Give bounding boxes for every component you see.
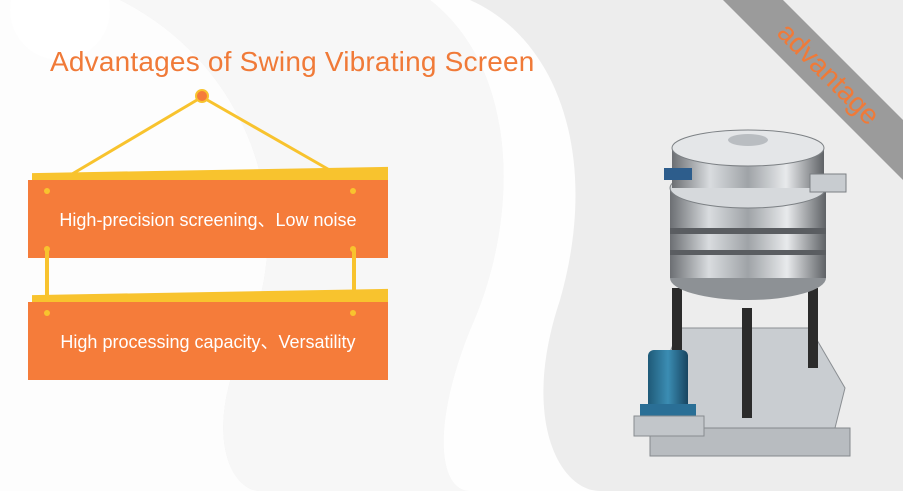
connector-rope-left — [45, 250, 49, 308]
hanger-ropes — [61, 89, 341, 182]
advantage-panel-1-text: High-precision screening、Low noise — [28, 180, 388, 258]
nail-icon — [44, 188, 50, 194]
corner-ribbon: advantage — [723, 0, 903, 180]
connector-rope-right — [352, 250, 356, 308]
nail-icon — [44, 246, 50, 252]
nail-icon — [350, 246, 356, 252]
advantage-panel-1: High-precision screening、Low noise — [28, 166, 388, 262]
pin-icon — [195, 89, 209, 103]
vibrating-screen-machine-icon — [633, 129, 851, 457]
page-title: Advantages of Swing Vibrating Screen — [50, 46, 535, 77]
nail-icon — [44, 310, 50, 316]
nail-icon — [350, 188, 356, 194]
advantage-panel-2-text: High processing capacity、Versatility — [28, 302, 388, 380]
nail-icon — [350, 310, 356, 316]
advantage-panel-2: High processing capacity、Versatility — [28, 288, 388, 384]
